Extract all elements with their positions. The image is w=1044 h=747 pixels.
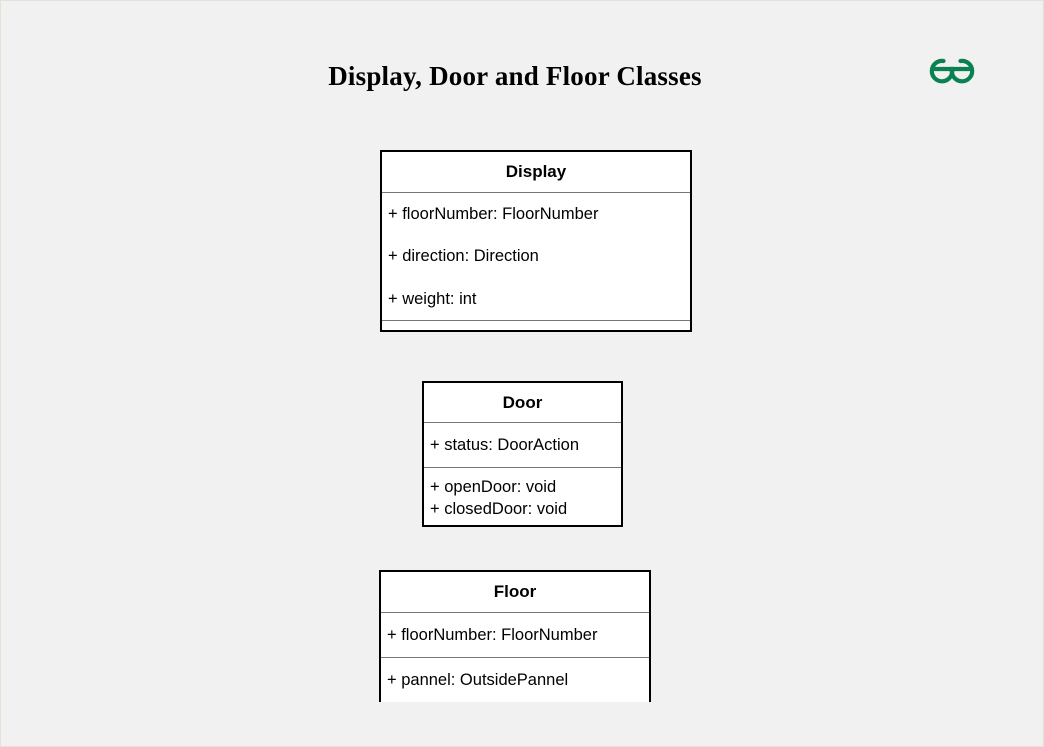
uml-class-name-door: Door (424, 383, 621, 422)
uml-attributes-door: + status: DoorAction (424, 422, 621, 467)
uml-class-name-floor: Floor (381, 572, 649, 612)
uml-attributes-floor-secondary: + pannel: OutsidePannel (381, 657, 649, 702)
uml-methods-display (382, 320, 690, 330)
uml-attribute-row: + floorNumber: FloorNumber (388, 205, 599, 224)
uml-class-floor[interactable]: Floor + floorNumber: FloorNumber + panne… (379, 570, 651, 702)
uml-class-door[interactable]: Door + status: DoorAction + openDoor: vo… (422, 381, 623, 527)
page-title: Display, Door and Floor Classes (328, 61, 702, 91)
uml-class-display[interactable]: Display + floorNumber: FloorNumber + dir… (380, 150, 692, 332)
geeksforgeeks-logo (921, 51, 983, 87)
uml-attribute-row: + status: DoorAction (430, 436, 580, 454)
uml-attributes-display: + floorNumber: FloorNumber + direction: … (382, 192, 690, 320)
uml-attributes-floor: + floorNumber: FloorNumber (381, 612, 649, 657)
uml-attribute-row: + weight: int (388, 289, 477, 308)
uml-attribute-row: + floorNumber: FloorNumber (387, 626, 598, 644)
uml-method-row: + openDoor: void (430, 477, 557, 496)
uml-methods-door: + openDoor: void + closedDoor: void (424, 467, 621, 525)
uml-empty-compartment (388, 321, 690, 330)
uml-class-name-display: Display (382, 152, 690, 192)
uml-attribute-row: + direction: Direction (388, 247, 539, 266)
uml-attribute-row: + pannel: OutsidePannel (387, 671, 569, 689)
uml-method-row: + closedDoor: void (430, 499, 568, 518)
